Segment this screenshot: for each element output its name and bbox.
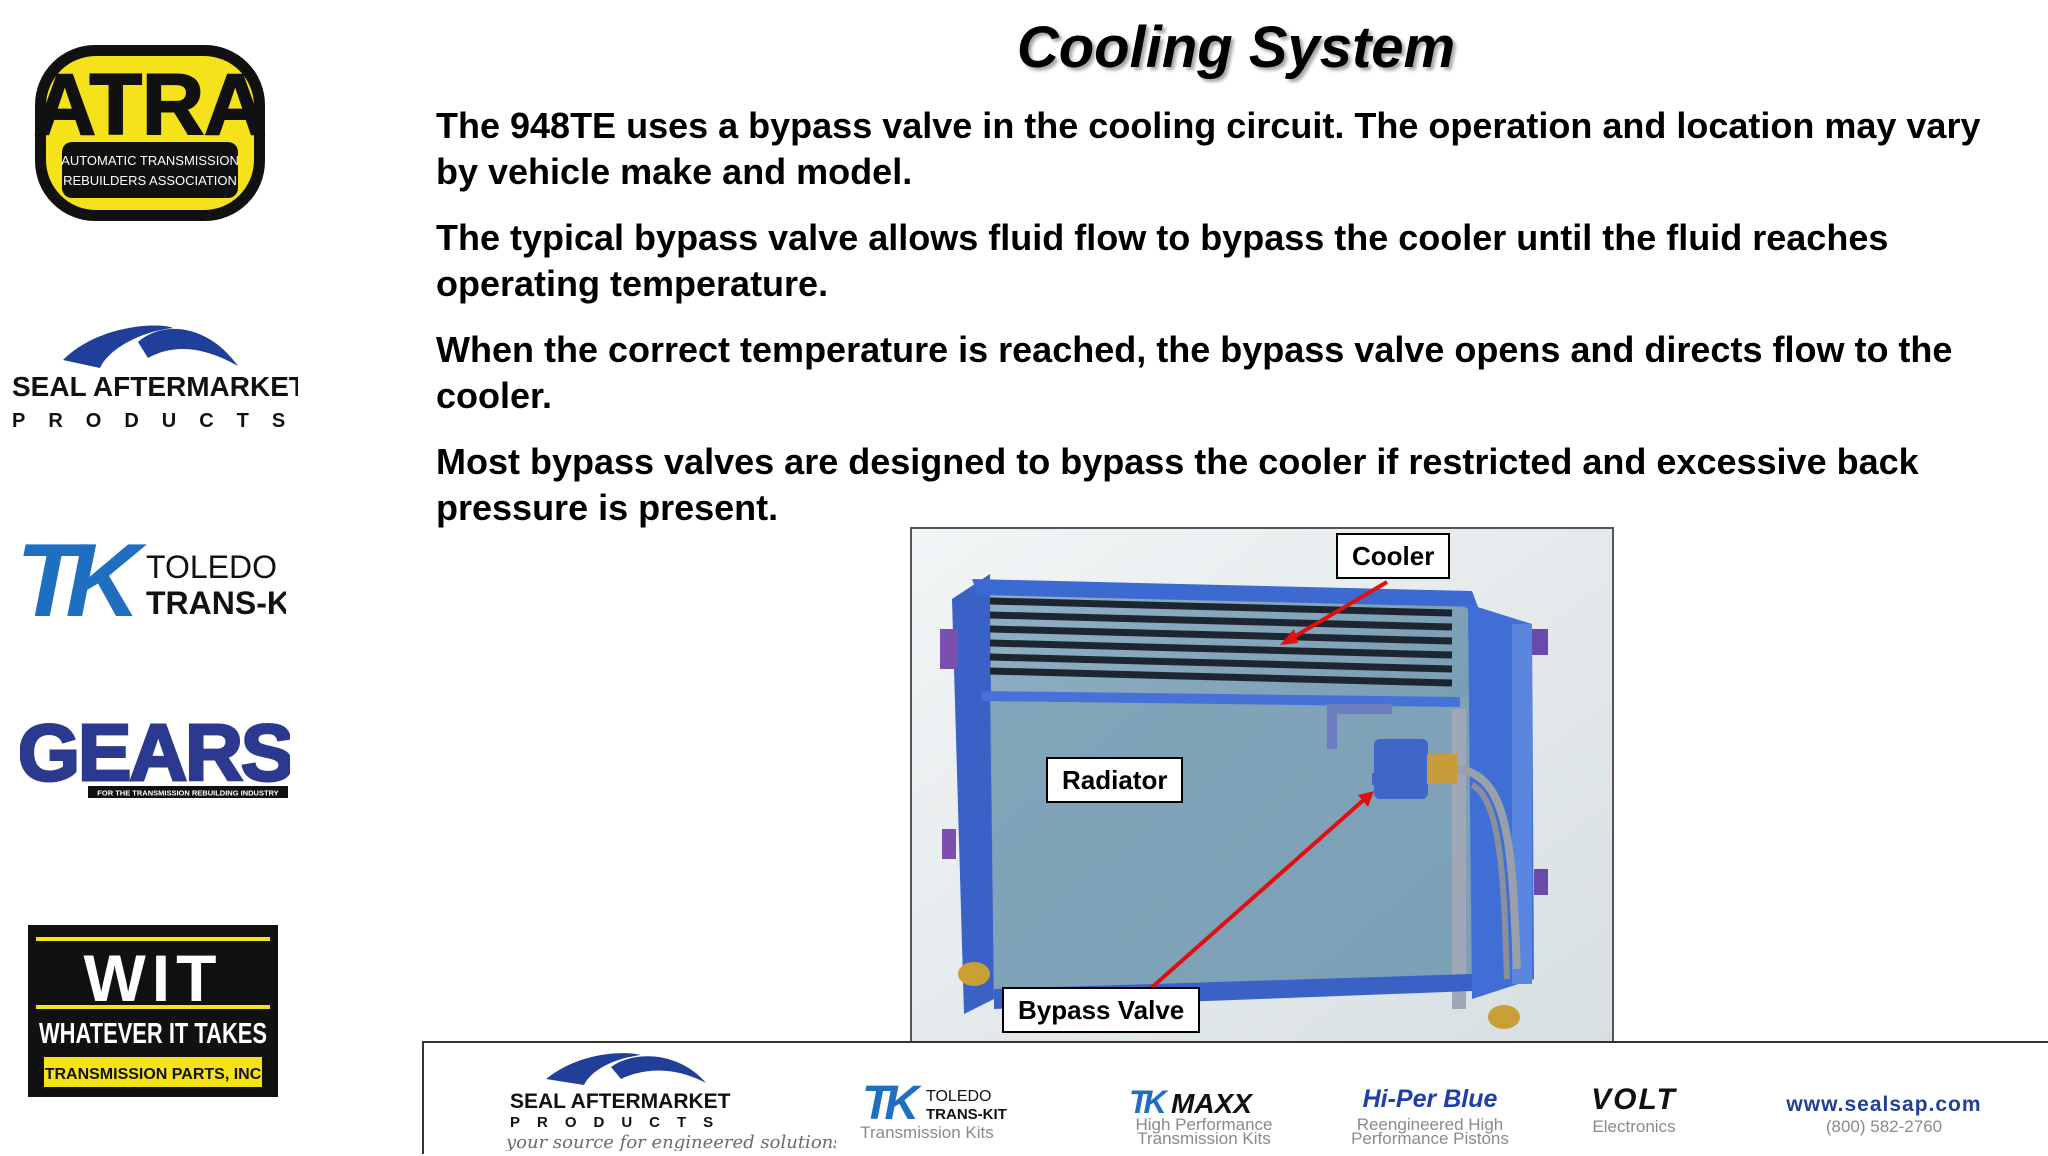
footer-tkmaxx-word: MAXX bbox=[1171, 1088, 1254, 1117]
footer-seal-tagline: your source for engineered solutions bbox=[506, 1132, 836, 1151]
footer-hiperblue-logo: Hi-Per Blue bbox=[1362, 1085, 1498, 1113]
toledo-line1: TOLEDO bbox=[146, 549, 277, 585]
footer-tkmaxx-sub2: Transmission Kits bbox=[1137, 1129, 1271, 1148]
footer-volt-logo: VOLT bbox=[1591, 1083, 1677, 1116]
footer-seal-line1: SEAL AFTERMARKET bbox=[510, 1090, 731, 1113]
wit-wordmark: WIT bbox=[84, 941, 223, 1015]
paragraph-3: When the correct temperature is reached,… bbox=[436, 329, 1953, 416]
toledo-trans-kit-logo: TK TOLEDO TRANS-KIT bbox=[16, 523, 319, 639]
atra-line2: REBUILDERS ASSOCIATION bbox=[63, 173, 237, 188]
radiator-label: Radiator bbox=[1046, 757, 1184, 803]
slide-title: Cooling System bbox=[1016, 15, 1456, 80]
seal-swoosh-icon bbox=[63, 325, 173, 368]
bypass-valve-label: Bypass Valve bbox=[1002, 987, 1201, 1033]
gears-tagline: FOR THE TRANSMISSION REBUILDING INDUSTRY bbox=[97, 789, 278, 798]
wit-line2: TRANSMISSION PARTS, INC bbox=[45, 1066, 262, 1083]
footer-toledo-mark: TK bbox=[862, 1079, 922, 1127]
paragraph-2: The typical bypass valve allows fluid fl… bbox=[436, 217, 1889, 304]
footer-website-link[interactable]: www.sealsap.com bbox=[1786, 1093, 1982, 1116]
footer-hiperblue-sub2: Performance Pistons bbox=[1351, 1129, 1509, 1148]
gears-wordmark: GEARS bbox=[20, 712, 290, 797]
footer-tkmaxx-logo: TK MAXX bbox=[1129, 1083, 1299, 1120]
wit-line1: WHATEVER IT TAKES bbox=[39, 1018, 267, 1050]
atra-logo: ATRA AUTOMATIC TRANSMISSION REBUILDERS A… bbox=[32, 42, 268, 224]
footer-toledo-line1: TOLEDO bbox=[926, 1088, 992, 1105]
wit-logo: WIT WHATEVER IT TAKES TRANSMISSION PARTS… bbox=[28, 925, 278, 1097]
footer-tkmaxx-mark: TK bbox=[1129, 1084, 1170, 1117]
seal-line2: PRODUCTS bbox=[12, 410, 298, 432]
footer-seal-logo: SEAL AFTERMARKET PRODUCTS your source fo… bbox=[505, 1051, 842, 1153]
cooling-system-figure: Cooler Radiator Bypass Valve bbox=[910, 527, 1614, 1046]
toledo-mark: TK bbox=[16, 530, 148, 630]
seal-aftermarket-logo: SEAL AFTERMARKET PRODUCTS bbox=[8, 320, 306, 435]
footer-tkmaxx-sub1: High Performance bbox=[1135, 1115, 1273, 1134]
footer-phone: (800) 582-2760 bbox=[1825, 1117, 1943, 1136]
paragraph-1: The 948TE uses a bypass valve in the coo… bbox=[436, 105, 1981, 192]
toledo-line2: TRANS-KIT bbox=[146, 585, 286, 621]
footer-seal-line2: PRODUCTS bbox=[510, 1114, 730, 1131]
atra-wordmark: ATRA bbox=[34, 57, 266, 153]
gears-logo: GEARS FOR THE TRANSMISSION REBUILDING IN… bbox=[16, 707, 296, 804]
footer-volt-sub: Electronics bbox=[1592, 1117, 1676, 1136]
paragraph-4: Most bypass valves are designed to bypas… bbox=[436, 441, 1919, 528]
footer-hiperblue-sub1: Reengineered High bbox=[1356, 1115, 1504, 1134]
seal-line1: SEAL AFTERMARKET bbox=[12, 371, 298, 402]
atra-line1: AUTOMATIC TRANSMISSION bbox=[61, 153, 239, 168]
footer-toledo-logo: TK TOLEDO TRANS-KIT bbox=[862, 1077, 1022, 1130]
footer-toledo-line2: TRANS-KIT bbox=[926, 1106, 1007, 1123]
cooler-label: Cooler bbox=[1336, 533, 1451, 579]
radiator-illustration bbox=[912, 529, 1612, 1044]
footer-toledo-sub: Transmission Kits bbox=[860, 1123, 994, 1142]
footer-bar: SEAL AFTERMARKET PRODUCTS your source fo… bbox=[422, 1041, 2048, 1154]
